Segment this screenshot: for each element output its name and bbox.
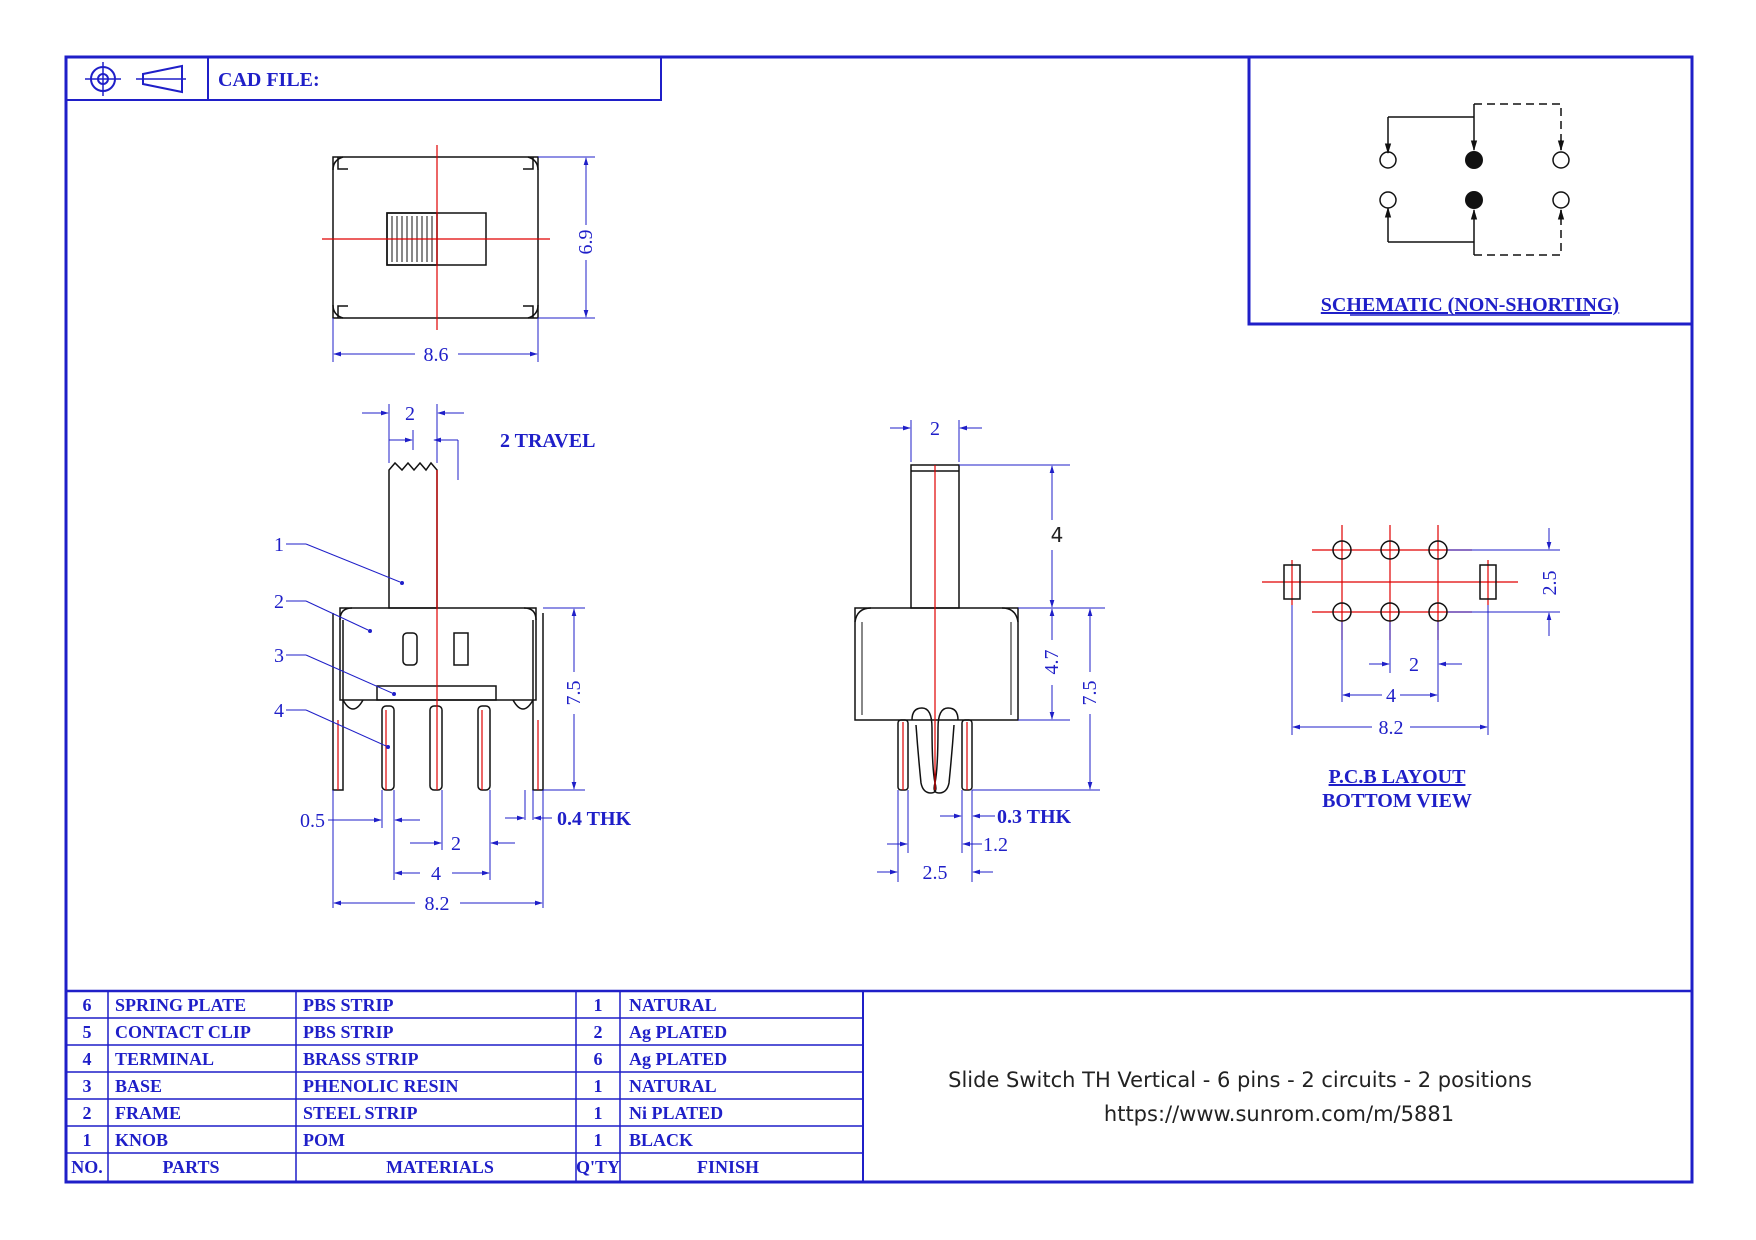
projection-symbol-icon bbox=[85, 62, 186, 96]
svg-text:PARTS: PARTS bbox=[162, 1157, 219, 1177]
dim-end-thk: 0.3 THK bbox=[997, 806, 1072, 828]
pcb-caption-layout: P.C.B LAYOUT bbox=[1329, 766, 1467, 788]
part-url[interactable]: https://www.sunrom.com/m/5881 bbox=[1104, 1102, 1454, 1126]
svg-text:5: 5 bbox=[83, 1022, 92, 1042]
svg-text:2: 2 bbox=[83, 1103, 92, 1123]
table-row: 5 CONTACT CLIP PBS STRIP 2 Ag PLATED bbox=[83, 1022, 728, 1042]
svg-text:SPRING PLATE: SPRING PLATE bbox=[115, 995, 246, 1015]
dim-end-height: 7.5 bbox=[1079, 681, 1101, 706]
svg-text:6: 6 bbox=[594, 1049, 603, 1069]
svg-text:FRAME: FRAME bbox=[115, 1103, 181, 1123]
dim-side-height: 7.5 bbox=[563, 681, 585, 706]
part-description: Slide Switch TH Vertical - 6 pins - 2 ci… bbox=[948, 1068, 1532, 1092]
svg-text:Ag PLATED: Ag PLATED bbox=[629, 1049, 727, 1069]
title-block: CAD FILE: bbox=[65, 56, 662, 101]
dim-pcb-row: 2.5 bbox=[1539, 571, 1561, 596]
dim-end-knob-width: 2 bbox=[930, 418, 940, 440]
dim-side-pin: 0.5 bbox=[300, 810, 325, 832]
dim-pcb-total: 8.2 bbox=[1379, 717, 1404, 739]
svg-text:2: 2 bbox=[594, 1022, 603, 1042]
dim-end-pin-span: 2.5 bbox=[923, 862, 948, 884]
svg-text:1: 1 bbox=[594, 995, 603, 1015]
svg-text:NO.: NO. bbox=[71, 1157, 103, 1177]
svg-text:Ni PLATED: Ni PLATED bbox=[629, 1103, 723, 1123]
svg-text:BLACK: BLACK bbox=[629, 1130, 693, 1150]
svg-text:3: 3 bbox=[83, 1076, 92, 1096]
callout-2: 2 bbox=[274, 591, 284, 613]
svg-text:Ag PLATED: Ag PLATED bbox=[629, 1022, 727, 1042]
table-row: 6 SPRING PLATE PBS STRIP 1 NATURAL bbox=[83, 995, 717, 1015]
svg-text:PHENOLIC RESIN: PHENOLIC RESIN bbox=[303, 1076, 459, 1096]
schematic-caption: SCHEMATIC (NON-SHORTING) bbox=[1321, 294, 1619, 316]
callout-3: 3 bbox=[274, 645, 284, 667]
dim-side-knob-width: 2 bbox=[405, 403, 415, 425]
table-row: 3 BASE PHENOLIC RESIN 1 NATURAL bbox=[83, 1076, 717, 1096]
cad-file-label: CAD FILE: bbox=[218, 69, 320, 91]
svg-text:TERMINAL: TERMINAL bbox=[115, 1049, 214, 1069]
callout-1: 1 bbox=[274, 534, 284, 556]
svg-text:6: 6 bbox=[83, 995, 92, 1015]
svg-text:CONTACT CLIP: CONTACT CLIP bbox=[115, 1022, 251, 1042]
pcb-caption-bottom-view: BOTTOM VIEW bbox=[1322, 790, 1472, 812]
svg-text:1: 1 bbox=[594, 1130, 603, 1150]
side-view: 1 2 3 4 2 2 TRAVEL 7.5 bbox=[274, 403, 632, 915]
schematic-symbol bbox=[1379, 103, 1570, 256]
svg-text:1: 1 bbox=[594, 1076, 603, 1096]
dim-pcb-span: 4 bbox=[1386, 685, 1396, 707]
schematic-panel: SCHEMATIC (NON-SHORTING) bbox=[1247, 55, 1694, 326]
dim-top-width: 8.6 bbox=[424, 344, 449, 366]
dim-end-knob-height: 4 bbox=[1051, 523, 1064, 547]
dim-side-thk: 0.4 THK bbox=[557, 808, 632, 830]
svg-text:FINISH: FINISH bbox=[697, 1157, 759, 1177]
svg-text:POM: POM bbox=[303, 1130, 345, 1150]
svg-text:BASE: BASE bbox=[115, 1076, 162, 1096]
dim-side-pitch: 2 bbox=[451, 833, 461, 855]
parts-table: 6 SPRING PLATE PBS STRIP 1 NATURAL 5 CON… bbox=[66, 989, 1692, 1182]
svg-text:KNOB: KNOB bbox=[115, 1130, 168, 1150]
end-view: 2 4 4.7 7.5 0.3 THK 1.2 2.5 bbox=[854, 418, 1105, 884]
svg-text:1: 1 bbox=[83, 1130, 92, 1150]
dim-side-total: 8.2 bbox=[425, 893, 450, 915]
table-header-row: NO. PARTS MATERIALS Q'TY FINISH bbox=[71, 1157, 759, 1177]
pcb-layout: 2.5 2 4 8.2 P.C.B LAYOUT BOTTOM VIEW bbox=[1262, 525, 1561, 812]
dim-pcb-pitch: 2 bbox=[1409, 654, 1419, 676]
svg-text:STEEL STRIP: STEEL STRIP bbox=[303, 1103, 418, 1123]
svg-text:Q'TY: Q'TY bbox=[576, 1157, 620, 1177]
dim-side-travel: 2 TRAVEL bbox=[500, 430, 595, 452]
svg-text:1: 1 bbox=[594, 1103, 603, 1123]
dim-end-body: 4.7 bbox=[1041, 650, 1063, 675]
sheet-border bbox=[64, 55, 1694, 1184]
svg-text:BRASS STRIP: BRASS STRIP bbox=[303, 1049, 419, 1069]
svg-text:PBS STRIP: PBS STRIP bbox=[303, 995, 394, 1015]
svg-text:MATERIALS: MATERIALS bbox=[386, 1157, 494, 1177]
svg-text:NATURAL: NATURAL bbox=[629, 1076, 717, 1096]
dim-top-height: 6.9 bbox=[575, 230, 597, 255]
dim-end-pin-gap: 1.2 bbox=[983, 834, 1008, 856]
top-view: 6.9 8.6 bbox=[322, 145, 597, 366]
callout-4: 4 bbox=[274, 700, 284, 722]
table-row: 4 TERMINAL BRASS STRIP 6 Ag PLATED bbox=[83, 1049, 728, 1069]
svg-text:NATURAL: NATURAL bbox=[629, 995, 717, 1015]
table-row: 2 FRAME STEEL STRIP 1 Ni PLATED bbox=[83, 1103, 724, 1123]
svg-text:4: 4 bbox=[83, 1049, 92, 1069]
dim-side-span: 4 bbox=[431, 863, 441, 885]
table-row: 1 KNOB POM 1 BLACK bbox=[83, 1130, 694, 1150]
svg-text:PBS STRIP: PBS STRIP bbox=[303, 1022, 394, 1042]
